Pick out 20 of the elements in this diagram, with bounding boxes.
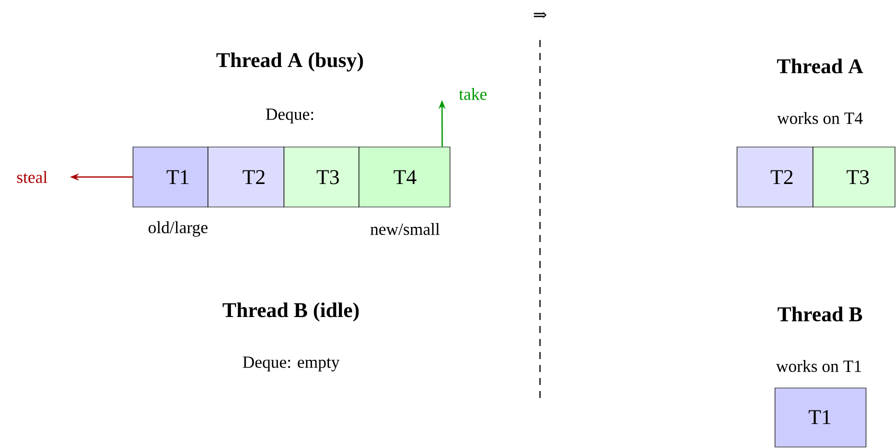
edge-label: take: [458, 87, 488, 101]
edge-label: steal: [15, 170, 49, 184]
implies-symbol: ⇒: [534, 12, 546, 18]
caption-text: Deque:: [266, 108, 314, 124]
task-box: T2: [208, 146, 284, 208]
task-box: T1: [774, 388, 866, 448]
thread-heading: Thread B: [778, 306, 862, 322]
task-box: T2: [736, 146, 814, 208]
thread-heading: Thread A: [777, 58, 864, 74]
caption-text: works on T4: [777, 112, 863, 124]
caption-text: old/large: [148, 221, 208, 237]
task-box: T3: [284, 146, 360, 208]
thread-heading: Thread A (busy): [216, 52, 363, 72]
caption-text: works on T1: [776, 360, 861, 372]
caption-text: Deque: empty: [242, 356, 340, 372]
thread-heading: Thread B (idle): [222, 302, 359, 322]
task-box: T1: [132, 146, 208, 208]
task-box: T3: [812, 146, 896, 208]
task-box: T4: [358, 146, 450, 208]
caption-text: new/small: [370, 223, 440, 235]
